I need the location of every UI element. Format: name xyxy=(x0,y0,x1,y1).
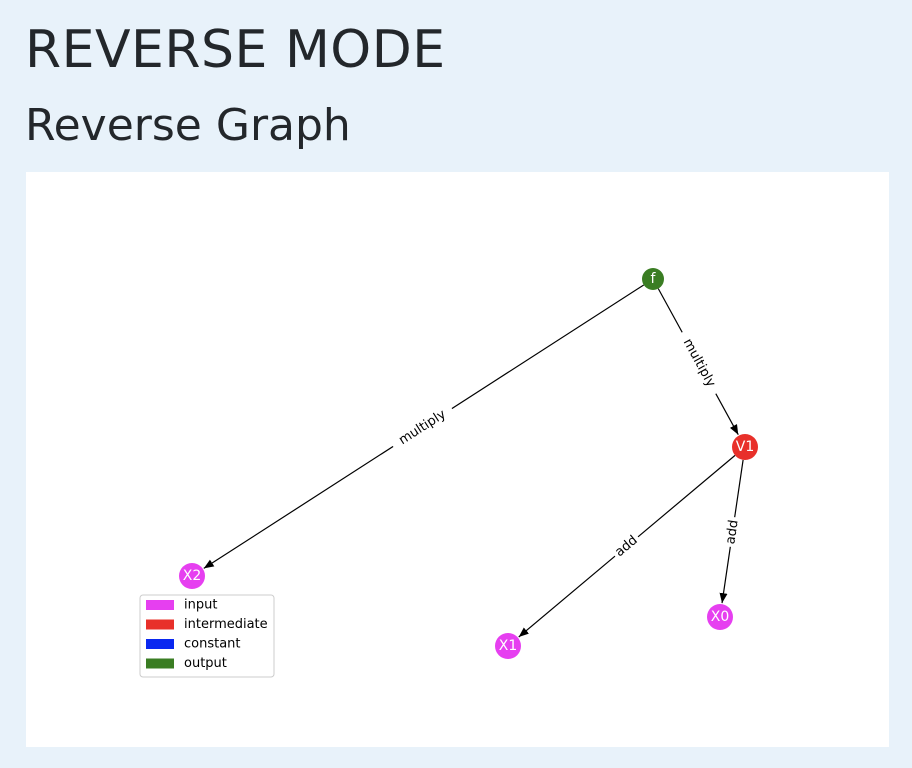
legend-label: constant xyxy=(184,637,241,652)
node-label: X1 xyxy=(499,638,518,654)
edge-label-background xyxy=(721,515,744,549)
node-x1: X1 xyxy=(495,633,521,659)
legend-item-input: input xyxy=(146,598,217,613)
legend-swatch xyxy=(146,619,174,630)
edge-f-to-x2: multiply xyxy=(203,284,645,569)
edge-label-text: add xyxy=(723,519,741,545)
section-title: Reverse Graph xyxy=(25,100,351,151)
node-x2: X2 xyxy=(179,563,205,589)
legend-item-constant: constant xyxy=(146,637,241,652)
edge-label: multiply xyxy=(388,400,457,455)
node-label: V1 xyxy=(736,439,754,455)
legend-label: output xyxy=(184,656,227,671)
edge-v1-to-x1: add xyxy=(518,454,736,638)
legend-swatch xyxy=(146,658,174,669)
edge-label-background xyxy=(388,400,457,455)
node-f: f xyxy=(642,268,664,290)
legend-label: intermediate xyxy=(184,617,268,632)
node-circle xyxy=(642,268,664,290)
edge-label-text: multiply xyxy=(680,336,719,390)
legend-swatch xyxy=(146,600,174,610)
page-title: REVERSE MODE xyxy=(25,20,446,80)
node-circle xyxy=(707,604,733,630)
legend-item-output: output xyxy=(146,656,227,671)
edge-label: add xyxy=(609,529,644,564)
edge-label-text: multiply xyxy=(396,407,449,448)
edges-layer: multiply multiply add add xyxy=(203,284,744,638)
node-label: f xyxy=(651,271,657,287)
edge-label-background xyxy=(609,529,644,564)
node-x0: X0 xyxy=(707,604,733,630)
legend: input intermediate constant output xyxy=(139,594,275,678)
node-circle xyxy=(179,563,205,589)
edge-label: multiply xyxy=(674,327,724,399)
node-label: X2 xyxy=(183,568,202,584)
edge-label-background xyxy=(674,327,724,399)
legend-item-intermediate: intermediate xyxy=(146,617,268,632)
node-label: X0 xyxy=(711,609,730,625)
legend-swatch xyxy=(146,639,174,649)
node-circle xyxy=(732,434,758,460)
edge-f-to-v1: multiply xyxy=(657,288,739,436)
edge-label: add xyxy=(721,515,744,549)
edge-v1-to-x0: add xyxy=(719,459,744,604)
node-v1: V1 xyxy=(732,434,758,460)
legend-label: input xyxy=(184,598,217,613)
node-circle xyxy=(495,633,521,659)
legend-box xyxy=(139,594,275,678)
